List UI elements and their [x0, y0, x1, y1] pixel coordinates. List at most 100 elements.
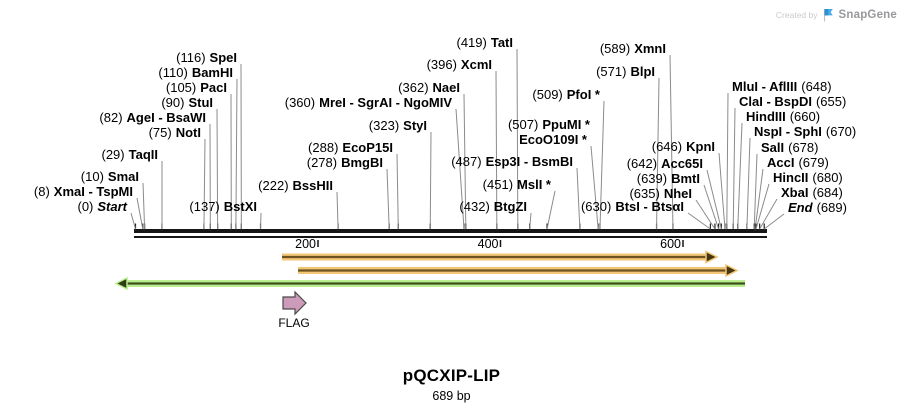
- enzyme-name: MluI - AflIII: [732, 79, 798, 94]
- enzyme-name: AgeI - BsaWI: [126, 110, 206, 125]
- site-position: (8): [33, 184, 50, 199]
- leader-line-bamhi: [235, 78, 238, 230]
- site-position: (630): [580, 199, 612, 214]
- enzyme-name: PacI: [200, 80, 227, 95]
- enzyme-name: SpeI: [209, 50, 237, 65]
- site-position: (10): [80, 169, 104, 184]
- site-label-btsi-bts-i: (630)BtsI - BtsαI: [581, 200, 684, 213]
- site-position: (82): [99, 110, 123, 125]
- site-label-ppumi: (507)PpuMI *: [508, 118, 590, 131]
- site-position: (396): [426, 57, 457, 72]
- site-position: (451): [482, 177, 514, 192]
- leader-line-nspi-sphi: [746, 137, 751, 230]
- site-position: (419): [456, 35, 487, 50]
- site-label-bmti: (639)BmtI: [637, 172, 700, 185]
- leader-line-bmti: [703, 184, 720, 230]
- enzyme-name: XbaI: [781, 185, 809, 200]
- site-position: (670): [825, 124, 857, 139]
- enzyme-name: NaeI: [432, 80, 460, 95]
- enzyme-name: StuI: [188, 95, 213, 110]
- site-label-clai-bspdi: ClaI - BspDI(655): [739, 95, 846, 108]
- site-label-ecoo109i: EcoO109I *: [519, 133, 587, 146]
- leader-line-ecop15i: [396, 153, 399, 230]
- enzyme-name: MslI *: [517, 177, 551, 192]
- site-label-xbai: XbaI(684): [781, 186, 843, 199]
- leader-line-nhei: [695, 199, 716, 230]
- site-position: (487): [451, 154, 482, 169]
- site-label-nhei: (635)NheI: [629, 187, 692, 200]
- enzyme-name: Esp3I - BsmBI: [485, 154, 573, 169]
- site-label-bmgbi: (278)BmgBI: [307, 156, 383, 169]
- site-position: (648): [801, 79, 832, 94]
- site-position: (679): [798, 155, 829, 170]
- enzyme-name: EcoO109I *: [519, 132, 587, 147]
- site-label-noti: (75)NotI: [149, 126, 201, 139]
- leader-line-mrei-sgrai-ngomiv: [455, 108, 465, 230]
- site-label-bamhi: (110)BamHI: [158, 66, 233, 79]
- leader-line-ecoo109i: [590, 145, 599, 230]
- enzyme-name: XmaI - TspMI: [53, 184, 133, 199]
- site-label-hincii: HincII(680): [773, 171, 843, 184]
- site-position: (660): [789, 109, 821, 124]
- enzyme-name: BssHII: [292, 178, 333, 193]
- site-position: (689): [816, 200, 847, 215]
- site-position: (680): [812, 170, 843, 185]
- site-label-xmai-tspmi: (8)XmaI - TspMI: [34, 185, 133, 198]
- leader-line-acc65i: [706, 169, 722, 230]
- site-position: (90): [161, 95, 185, 110]
- site-position: (646): [651, 139, 683, 154]
- enzyme-name: HindIII: [746, 109, 786, 124]
- enzyme-name: TaqII: [128, 147, 158, 162]
- site-label-pfoi: (509)PfoI *: [532, 88, 600, 101]
- site-label-xcmi: (396)XcmI: [427, 58, 492, 71]
- site-position: (360): [284, 95, 316, 110]
- leader-line-hincii: [755, 183, 770, 230]
- watermark: Created by SnapGene: [776, 8, 897, 22]
- enzyme-name: AccI: [767, 155, 795, 170]
- site-position: (0): [77, 199, 94, 214]
- leader-line-xmai-tspmi: [136, 197, 144, 230]
- site-label-smai: (10)SmaI: [81, 170, 139, 183]
- site-position: (288): [308, 140, 339, 155]
- site-label-bstxi: (137)BstXI: [189, 200, 257, 213]
- site-label-styi: (323)StyI: [369, 119, 427, 132]
- site-label-tati: (419)TatI: [456, 36, 513, 49]
- site-label-start: (0)Start: [77, 200, 127, 213]
- orf-arrow-upper-head: [705, 250, 719, 264]
- enzyme-name: NheI: [663, 186, 692, 201]
- enzyme-name: XmnI: [634, 41, 666, 56]
- enzyme-name: XcmI: [460, 57, 492, 72]
- plasmid-length: 689 bp: [432, 389, 471, 403]
- site-position: (678): [788, 140, 819, 155]
- leader-line-stui: [216, 108, 219, 230]
- site-label-end: End(689): [788, 201, 847, 214]
- enzyme-name: BlpI: [630, 64, 655, 79]
- site-position: (222): [258, 178, 289, 193]
- site-position: (323): [368, 118, 400, 133]
- enzyme-name: BmtI: [671, 171, 700, 186]
- enzyme-name: HincII: [773, 170, 809, 185]
- leader-line-xmni: [669, 54, 674, 230]
- site-label-bsshii: (222)BssHII: [258, 179, 333, 192]
- enzyme-name: KpnI: [686, 139, 715, 154]
- site-label-paci: (105)PacI: [166, 81, 227, 94]
- site-label-msli: (451)MslI *: [483, 178, 551, 191]
- site-label-acci: AccI(679): [767, 156, 829, 169]
- enzyme-name: SmaI: [107, 169, 139, 184]
- enzyme-name: PfoI *: [566, 87, 600, 102]
- leader-line-styi: [429, 131, 432, 230]
- site-position: (105): [165, 80, 197, 95]
- ruler-tick-label-200: 200: [295, 237, 316, 251]
- ruler-tick-label-400: 400: [477, 237, 499, 251]
- enzyme-name: StyI: [403, 118, 427, 133]
- site-position: (507): [507, 117, 539, 132]
- sequence-bar-underline: [134, 236, 767, 238]
- enzyme-name: BstXI: [223, 199, 257, 214]
- leader-line-sali: [753, 153, 758, 230]
- leader-line-xcmi: [495, 70, 498, 230]
- sequence-bar: [134, 229, 767, 233]
- site-position: (75): [148, 125, 172, 140]
- site-label-stui: (90)StuI: [161, 96, 213, 109]
